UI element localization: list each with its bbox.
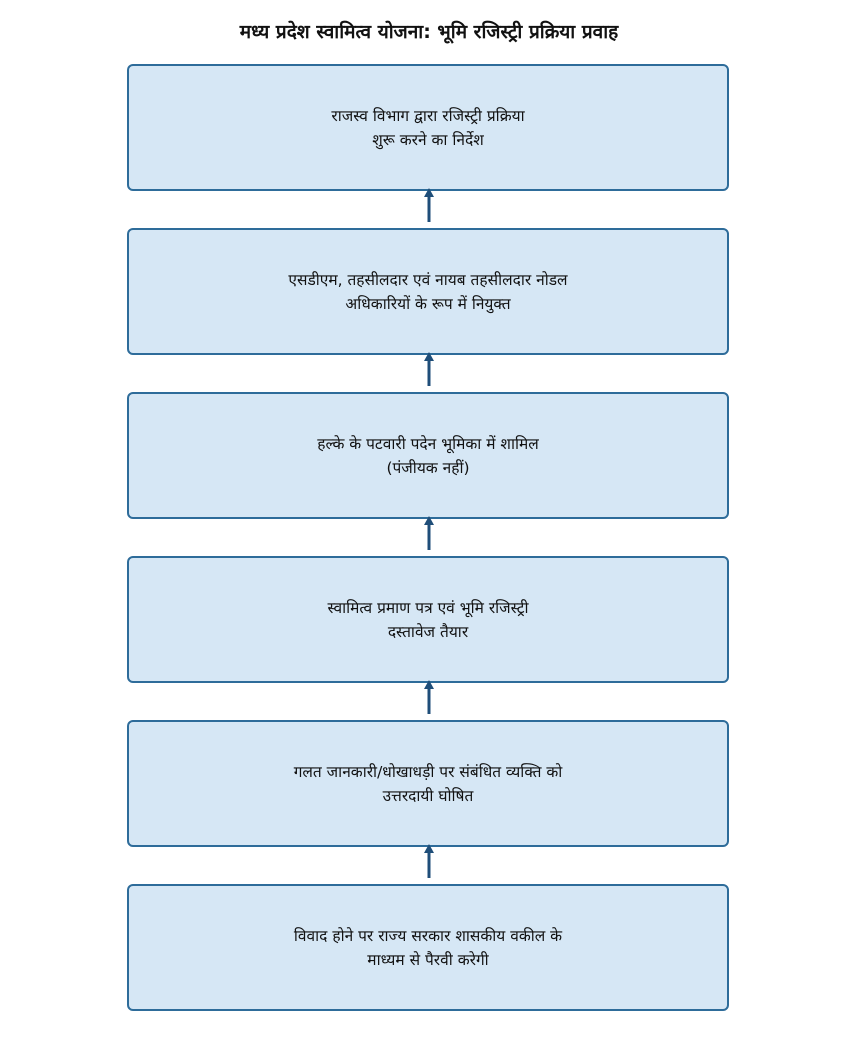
step-1-line-2: शुरू करने का निर्देश	[372, 130, 484, 149]
step-5-line-1: गलत जानकारी/धोखाधड़ी पर संबंधित व्यक्ति …	[293, 762, 563, 781]
step-box-5: गलत जानकारी/धोखाधड़ी पर संबंधित व्यक्ति …	[127, 720, 729, 847]
step-4-line-2: दस्तावेज तैयार	[387, 622, 469, 641]
arrow-up-5	[424, 844, 434, 878]
step-2-line-2: अधिकारियों के रूप में नियुक्त	[345, 294, 511, 313]
step-2-line-1: एसडीएम, तहसीलदार एवं नायब तहसीलदार नोडल	[288, 270, 568, 289]
arrow-up-3	[424, 516, 434, 550]
step-1-line-1: राजस्व विभाग द्वारा रजिस्ट्री प्रक्रिया	[331, 106, 525, 125]
step-6-line-1: विवाद होने पर राज्य सरकार शासकीय वकील के	[293, 926, 563, 945]
step-box-4: स्वामित्व प्रमाण पत्र एवं भूमि रजिस्ट्री…	[127, 556, 729, 683]
arrow-up-4	[424, 680, 434, 714]
step-3-line-2: (पंजीयक नहीं)	[386, 458, 470, 477]
arrow-up-1	[424, 188, 434, 222]
step-box-1: राजस्व विभाग द्वारा रजिस्ट्री प्रक्रिया …	[127, 64, 729, 191]
step-6-line-2: माध्यम से पैरवी करेगी	[367, 950, 489, 969]
step-box-3: हल्के के पटवारी पदेन भूमिका में शामिल (प…	[127, 392, 729, 519]
arrow-up-2	[424, 352, 434, 386]
step-box-6: विवाद होने पर राज्य सरकार शासकीय वकील के…	[127, 884, 729, 1011]
step-box-2: एसडीएम, तहसीलदार एवं नायब तहसीलदार नोडल …	[127, 228, 729, 355]
step-3-line-1: हल्के के पटवारी पदेन भूमिका में शामिल	[317, 434, 539, 453]
step-5-line-2: उत्तरदायी घोषित	[382, 786, 474, 805]
step-4-line-1: स्वामित्व प्रमाण पत्र एवं भूमि रजिस्ट्री	[327, 598, 529, 617]
diagram-title: मध्य प्रदेश स्वामित्व योजना: भूमि रजिस्ट…	[239, 21, 619, 43]
